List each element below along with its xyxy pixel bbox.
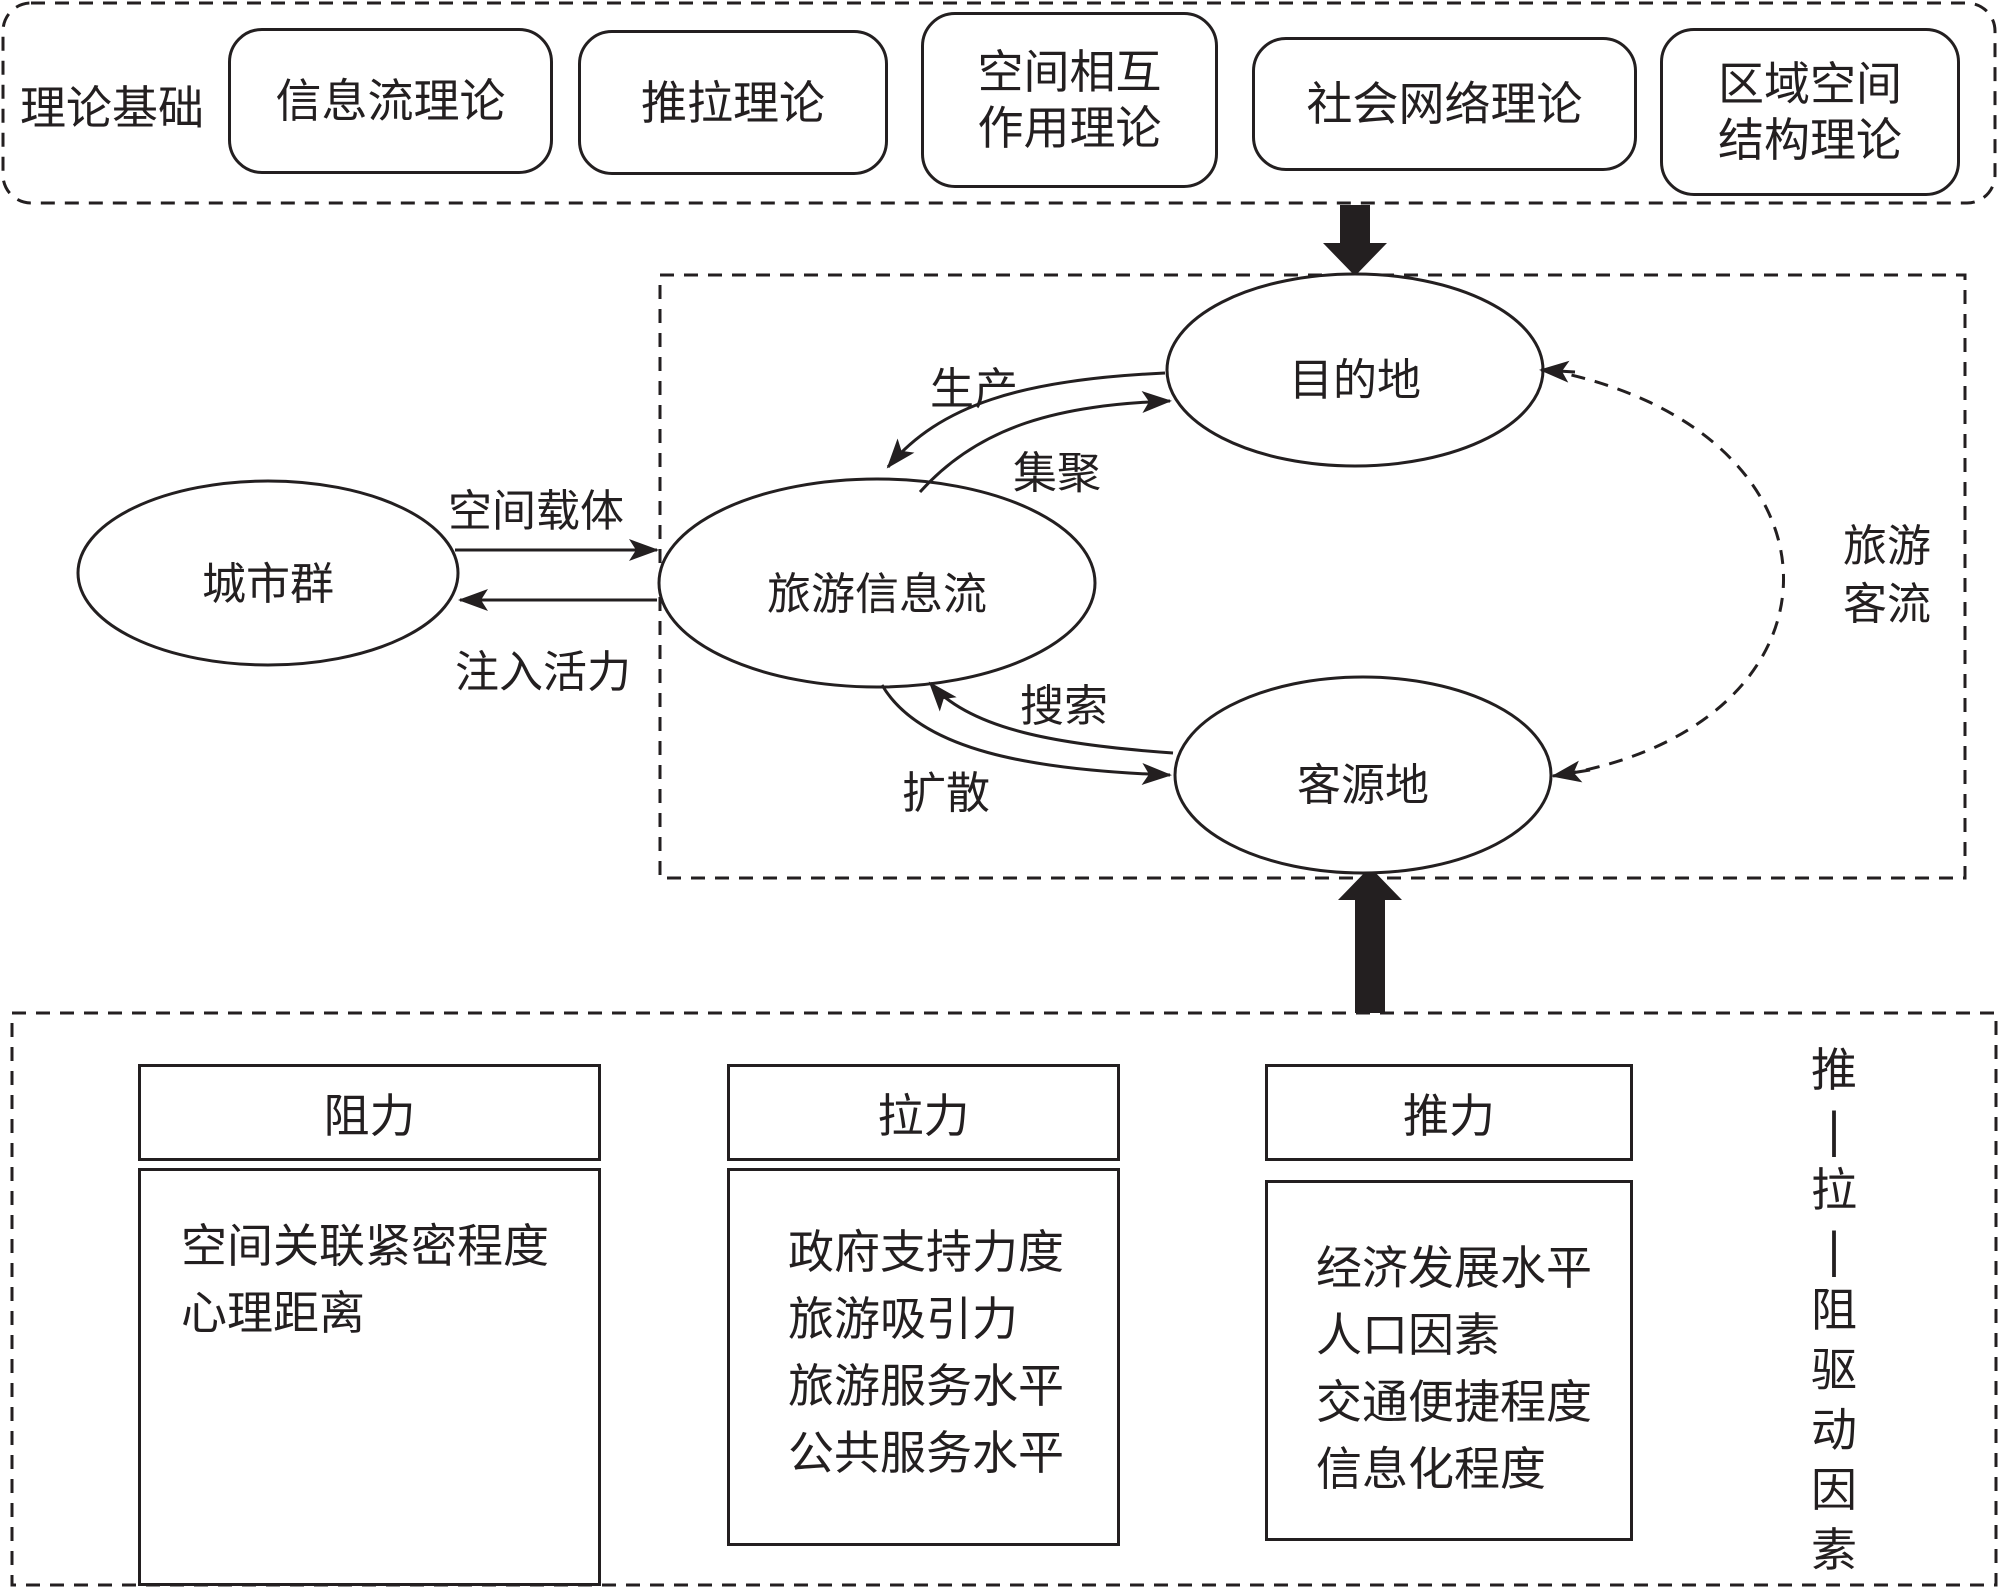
theory-social-network-text: 社会网络理论: [1306, 77, 1583, 131]
pull-title: 拉力: [877, 1088, 970, 1143]
info-flow-ellipse: [657, 477, 1097, 689]
tourist-flow-label-line1: 旅游: [1843, 521, 1931, 572]
side-char: 拉: [1811, 1163, 1857, 1217]
theory-regional-structure-text: 区域空间 结构理论: [1718, 57, 1902, 167]
side-char: 阻: [1811, 1283, 1857, 1337]
list-item: 交通便捷程度: [1316, 1375, 1592, 1429]
tourist-flow-head-top: [1539, 360, 1576, 383]
spatial-carrier-label: 空间载体: [448, 486, 624, 537]
list-item: 政府支持力度: [788, 1225, 1064, 1279]
driving-factors-label: 推 | 拉 | 阻 驱 动 因 素: [1804, 1040, 1864, 1580]
tourist-flow-head-bottom: [1551, 760, 1591, 783]
theory-to-destination-arrow: [1323, 205, 1387, 276]
theory-spatial-interaction: 空间相互 作用理论: [921, 12, 1218, 188]
factor-frame: [10, 1011, 1998, 1587]
theory-label: 理论基础: [20, 81, 204, 135]
list-item: 信息化程度: [1316, 1442, 1546, 1496]
city-cluster-ellipse: [76, 479, 460, 667]
search-arrow: [928, 681, 1174, 755]
factors-to-origin-arrow: [1338, 867, 1402, 1013]
side-char: 素: [1811, 1523, 1857, 1577]
pull-list: 政府支持力度 旅游吸引力 旅游服务水平 公共服务水平: [727, 1168, 1120, 1546]
side-char: |: [1826, 1223, 1842, 1277]
resistance-header: 阻力: [138, 1064, 601, 1161]
city-cluster-label: 城市群: [202, 559, 334, 610]
theory-regional-structure: 区域空间 结构理论: [1660, 28, 1960, 196]
list-item: 旅游吸引力: [788, 1292, 1018, 1346]
production-label: 生产: [930, 364, 1018, 415]
tourist-flow-label-line2: 客流: [1843, 579, 1931, 630]
push-list: 经济发展水平 人口因素 交通便捷程度 信息化程度: [1265, 1180, 1633, 1541]
info-flow-label: 旅游信息流: [767, 569, 987, 620]
list-item: 空间关联紧密程度: [181, 1219, 549, 1273]
theory-spatial-interaction-text: 空间相互 作用理论: [977, 45, 1162, 155]
theory-push-pull-text: 推拉理论: [641, 75, 825, 130]
push-title: 推力: [1403, 1088, 1495, 1143]
theory-social-network: 社会网络理论: [1252, 37, 1637, 171]
destination-label: 目的地: [1289, 355, 1421, 406]
theory-frame: [1, 1, 1997, 205]
theory-info-flow-text: 信息流理论: [275, 74, 506, 128]
list-item: 心理距离: [181, 1286, 365, 1340]
agglomeration-label: 集聚: [1013, 448, 1101, 499]
side-char: 推: [1811, 1043, 1857, 1097]
search-label: 搜索: [1020, 681, 1108, 732]
list-item: 人口因素: [1316, 1308, 1500, 1362]
resistance-list: 空间关联紧密程度 心理距离: [138, 1168, 601, 1586]
pull-header: 拉力: [727, 1064, 1120, 1161]
diffusion-arrow: [880, 684, 1172, 785]
list-item: 旅游服务水平: [788, 1359, 1064, 1413]
agglomeration-arrow: [918, 391, 1172, 494]
list-item: 公共服务水平: [788, 1426, 1064, 1480]
diffusion-label: 扩散: [902, 768, 990, 819]
resistance-title: 阻力: [323, 1088, 416, 1143]
side-char: 因: [1811, 1463, 1857, 1517]
origin-ellipse: [1173, 675, 1553, 875]
origin-label: 客源地: [1297, 760, 1429, 811]
list-item: 经济发展水平: [1316, 1241, 1592, 1295]
tourist-flow-arc: [1547, 368, 1785, 777]
side-char: |: [1826, 1103, 1842, 1157]
theory-info-flow: 信息流理论: [228, 28, 553, 174]
side-char: 驱: [1811, 1343, 1857, 1397]
theory-push-pull: 推拉理论: [578, 30, 888, 175]
push-header: 推力: [1265, 1064, 1633, 1161]
production-arrow: [886, 371, 1166, 469]
side-char: 动: [1811, 1403, 1857, 1457]
inject-vitality-label: 注入活力: [455, 647, 631, 698]
